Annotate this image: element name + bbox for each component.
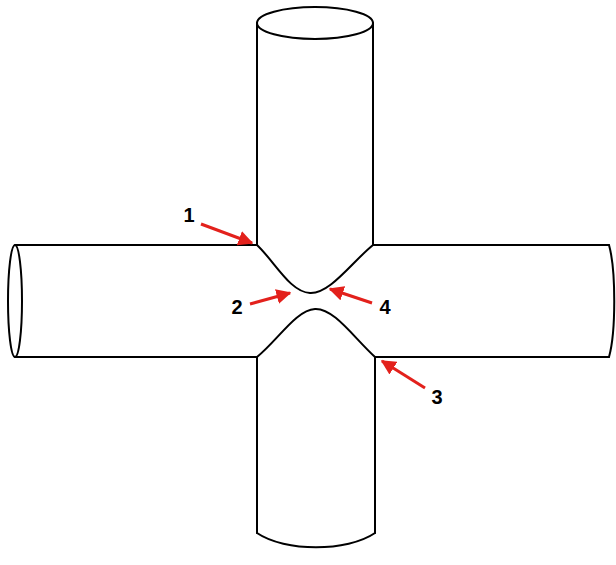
callout-number: 2 <box>231 297 242 317</box>
pipe-edge <box>372 23 374 245</box>
leader-arrow <box>201 224 252 243</box>
pipe-edge <box>256 357 258 533</box>
callout-number: 4 <box>379 297 390 317</box>
pipe-edge <box>15 356 257 358</box>
intersection-curve <box>257 309 375 357</box>
pipe-end <box>8 245 22 357</box>
leader-arrow <box>330 289 372 303</box>
leader-arrow <box>250 293 290 304</box>
pipe-edge <box>375 356 609 358</box>
pipe-edge <box>15 244 257 246</box>
intersection-curve <box>257 245 373 293</box>
callout-number: 1 <box>183 205 194 225</box>
pipe-end <box>257 533 375 547</box>
pipe-end <box>609 245 614 357</box>
pipe-edge <box>373 244 609 246</box>
leader-arrow <box>382 361 425 388</box>
pipe-end <box>257 7 373 39</box>
pipe-edge <box>256 23 258 245</box>
pipe-edge <box>374 357 376 533</box>
callout-number: 3 <box>431 387 442 407</box>
